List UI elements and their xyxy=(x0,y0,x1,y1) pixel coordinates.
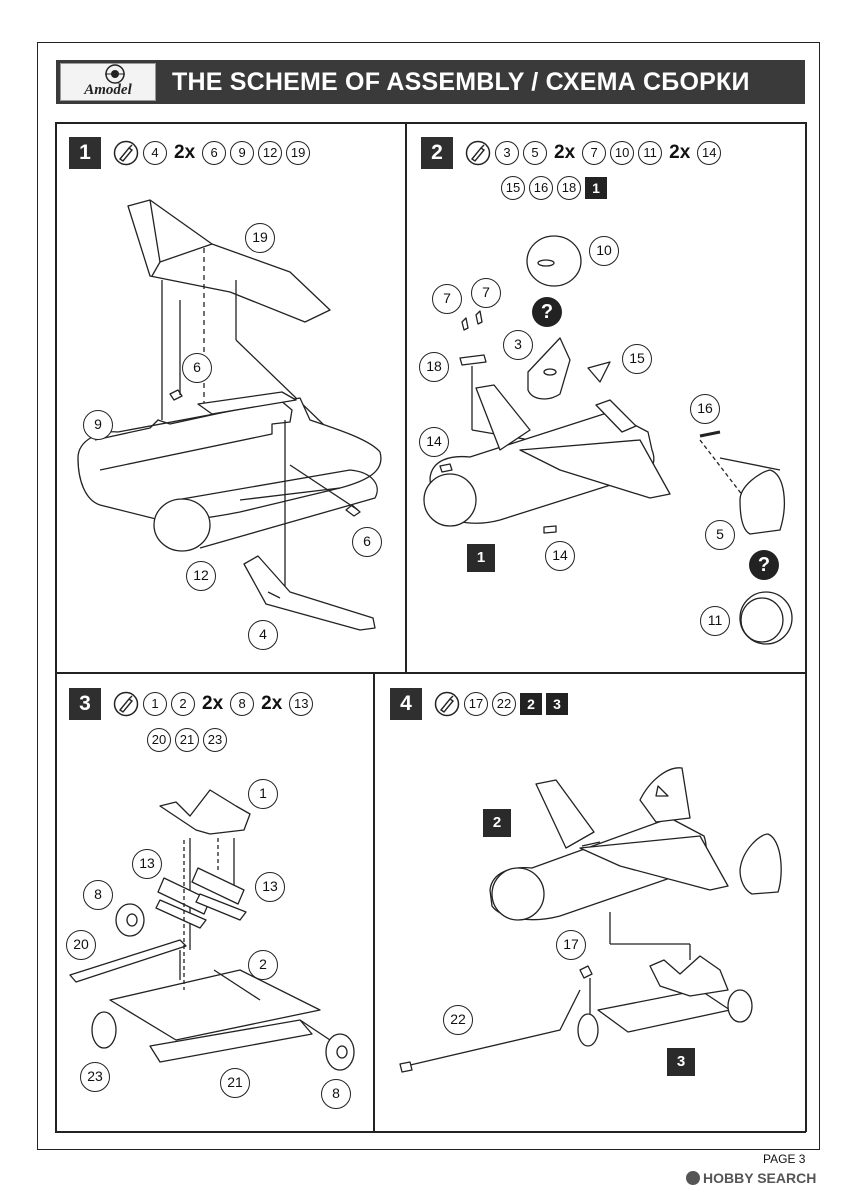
part-callout: 18 xyxy=(419,352,449,382)
part-callout: 1 xyxy=(248,779,278,809)
part-number: 6 xyxy=(202,141,227,165)
part-number: 18 xyxy=(557,176,581,200)
step-4-parts: 17 22 2 3 xyxy=(434,690,568,718)
amodel-roundel-icon xyxy=(105,64,125,84)
page-number: PAGE 3 xyxy=(763,1152,806,1166)
part-number: 8 xyxy=(230,692,255,716)
part-callout: 21 xyxy=(220,1068,250,1098)
grid-line-top xyxy=(55,122,806,124)
part-number: 16 xyxy=(529,176,553,200)
quantity-multiplier: 2x xyxy=(669,142,691,163)
part-callout: 16 xyxy=(690,394,720,424)
part-number: 14 xyxy=(697,141,722,165)
part-number: 3 xyxy=(495,141,519,165)
reference-step-box: 3 xyxy=(546,693,568,715)
header-bar xyxy=(56,60,805,104)
step-2-fuselage-assembly-drawing xyxy=(423,235,793,645)
part-callout: 13 xyxy=(132,849,162,879)
part-number: 7 xyxy=(582,141,607,165)
step-1-number: 1 xyxy=(69,137,101,169)
step-1-parts: 4 2x 6 9 12 19 xyxy=(113,139,311,167)
grid-line-middle-top xyxy=(405,122,407,672)
part-number: 22 xyxy=(492,692,516,716)
part-callout: 6 xyxy=(352,527,382,557)
part-callout: 19 xyxy=(245,223,275,253)
part-callout: 11 xyxy=(700,606,730,636)
part-number: 4 xyxy=(143,141,167,165)
grid-line-middle-bottom xyxy=(373,672,375,1132)
part-callout: 23 xyxy=(80,1062,110,1092)
grid-line-middle xyxy=(55,672,806,674)
glue-tube-icon xyxy=(434,691,460,717)
hobby-search-logo-icon xyxy=(686,1171,700,1185)
part-number: 21 xyxy=(175,728,199,752)
step-2-parts-row-1: 3 5 2x 7 10 11 2x 14 xyxy=(465,139,722,167)
part-callout: 9 xyxy=(83,410,113,440)
part-number: 12 xyxy=(258,141,283,165)
step-3-parts-row-2: 20 21 23 xyxy=(147,726,227,754)
part-number: 2 xyxy=(171,692,195,716)
part-callout: 14 xyxy=(419,427,449,457)
part-callout: 3 xyxy=(503,330,533,360)
reference-step-box: 3 xyxy=(667,1048,695,1076)
part-number: 23 xyxy=(203,728,227,752)
reference-step-box: 1 xyxy=(585,177,607,199)
part-callout: 22 xyxy=(443,1005,473,1035)
watermark-text: HOBBY SEARCH xyxy=(703,1170,817,1186)
step-3-parts-row-1: 1 2 2x 8 2x 13 xyxy=(113,690,314,718)
part-number: 13 xyxy=(289,692,314,716)
step-4-final-assembly-drawing xyxy=(399,767,782,1073)
glue-tube-icon xyxy=(113,140,139,166)
part-callout: 7 xyxy=(471,278,501,308)
optional-part-question-mark: ? xyxy=(532,297,562,327)
part-number: 17 xyxy=(464,692,488,716)
part-callout: 17 xyxy=(556,930,586,960)
reference-step-box: 2 xyxy=(483,809,511,837)
step-2-parts-row-2: 15 16 18 1 xyxy=(501,174,607,202)
part-number: 9 xyxy=(230,141,255,165)
watermark: HOBBY SEARCH xyxy=(686,1170,816,1186)
quantity-multiplier: 2x xyxy=(261,693,283,714)
part-callout: 8 xyxy=(83,880,113,910)
step-3-trolley-assembly-drawing xyxy=(69,789,355,1071)
part-callout: 7 xyxy=(432,284,462,314)
reference-step-box: 2 xyxy=(520,693,542,715)
part-callout: 15 xyxy=(622,344,652,374)
instruction-sheet-border xyxy=(37,42,820,1150)
part-callout: 20 xyxy=(66,930,96,960)
part-number: 1 xyxy=(143,692,167,716)
part-callout: 4 xyxy=(248,620,278,650)
part-callout: 13 xyxy=(255,872,285,902)
optional-part-question-mark: ? xyxy=(749,550,779,580)
step-1-tail-assembly-drawing xyxy=(77,199,382,631)
glue-tube-icon xyxy=(113,691,139,717)
part-number: 19 xyxy=(286,141,311,165)
part-callout: 14 xyxy=(545,541,575,571)
part-number: 20 xyxy=(147,728,171,752)
part-callout: 5 xyxy=(705,520,735,550)
part-number: 5 xyxy=(523,141,547,165)
part-callout: 12 xyxy=(186,561,216,591)
part-callout: 2 xyxy=(248,950,278,980)
reference-step-box: 1 xyxy=(467,544,495,572)
quantity-multiplier: 2x xyxy=(174,142,196,163)
grid-line-right xyxy=(805,122,807,1132)
grid-line-left xyxy=(55,122,57,1132)
glue-tube-icon xyxy=(465,140,491,166)
page-title: THE SCHEME OF ASSEMBLY / СХЕМА СБОРКИ xyxy=(172,68,750,96)
part-callout: 8 xyxy=(321,1079,351,1109)
step-4-number: 4 xyxy=(390,688,422,720)
step-3-number: 3 xyxy=(69,688,101,720)
part-number: 11 xyxy=(638,141,663,165)
part-number: 10 xyxy=(610,141,635,165)
quantity-multiplier: 2x xyxy=(202,693,224,714)
part-number: 15 xyxy=(501,176,525,200)
part-callout: 10 xyxy=(589,236,619,266)
grid-line-bottom xyxy=(55,1131,806,1133)
quantity-multiplier: 2x xyxy=(554,142,576,163)
step-2-number: 2 xyxy=(421,137,453,169)
part-callout: 6 xyxy=(182,353,212,383)
